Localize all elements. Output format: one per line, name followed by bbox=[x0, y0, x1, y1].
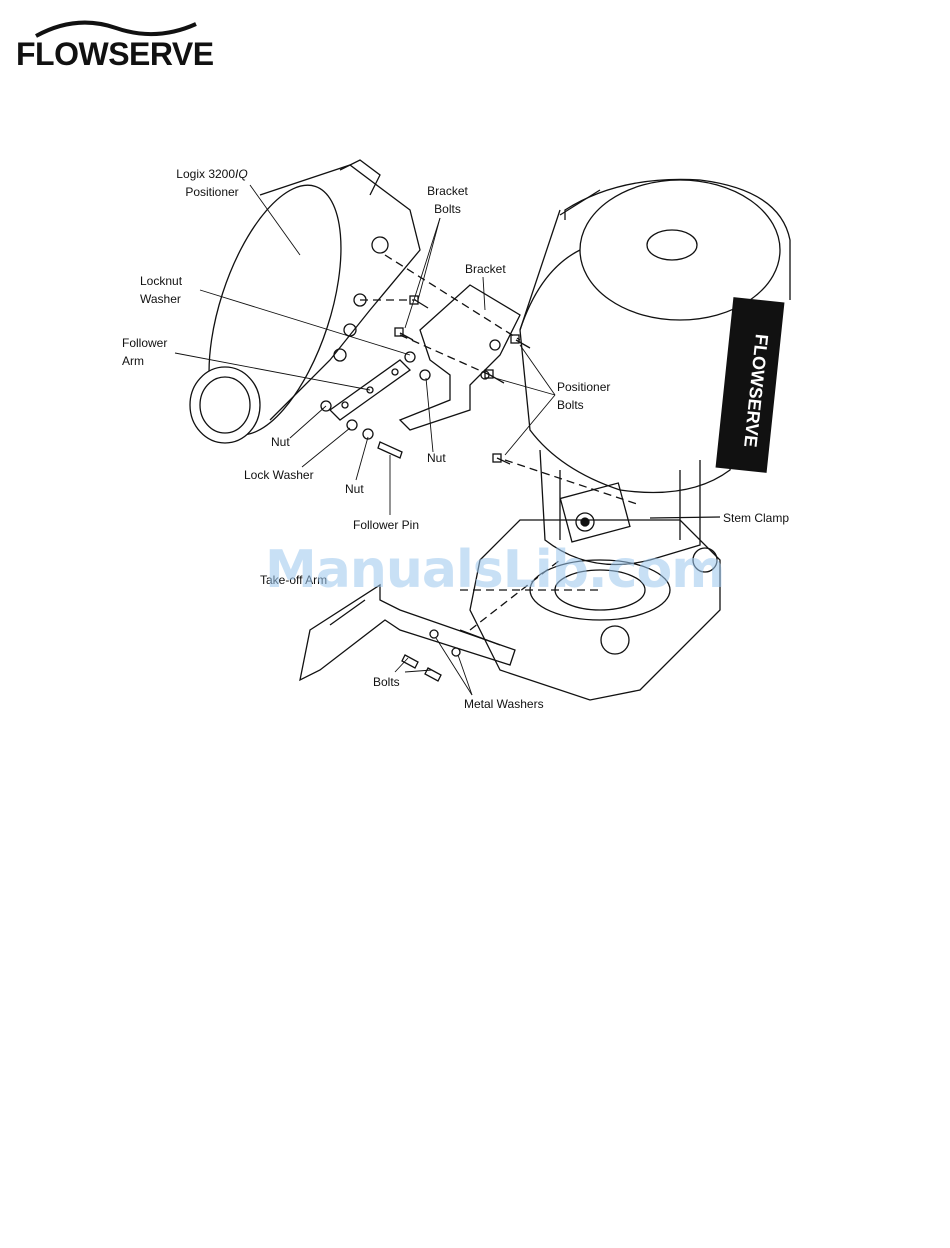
label-locknut-washer: Locknut Washer bbox=[140, 272, 182, 308]
label-nut-right: Nut bbox=[427, 449, 446, 467]
label-positioner-bolts: Positioner Bolts bbox=[557, 378, 610, 414]
label-metal-washers: Metal Washers bbox=[464, 695, 544, 713]
exploded-assembly-drawing: FLOWSERVE bbox=[0, 0, 950, 760]
label-follower-arm-line2: Arm bbox=[122, 354, 144, 368]
label-positioner-italic: IQ bbox=[235, 167, 248, 181]
label-follower-pin: Follower Pin bbox=[353, 516, 419, 534]
label-bracket-bolts: Bracket Bolts bbox=[420, 182, 475, 218]
label-nut-left: Nut bbox=[271, 433, 290, 451]
label-positioner: Logix 3200IQ Positioner bbox=[172, 165, 252, 201]
label-nut-bottom: Nut bbox=[345, 480, 364, 498]
label-locknut-line2: Washer bbox=[140, 292, 181, 306]
label-positioner-line1: Logix 3200 bbox=[176, 167, 235, 181]
label-bracket: Bracket bbox=[465, 260, 506, 278]
label-bracket-bolts-line1: Bracket bbox=[427, 184, 468, 198]
label-positioner-bolts-line2: Bolts bbox=[557, 398, 584, 412]
label-lock-washer: Lock Washer bbox=[244, 466, 314, 484]
positioner-housing bbox=[183, 160, 420, 451]
bracket bbox=[400, 285, 520, 430]
label-bracket-bolts-line2: Bolts bbox=[434, 202, 461, 216]
label-bolts: Bolts bbox=[373, 673, 400, 691]
label-stem-clamp: Stem Clamp bbox=[723, 509, 789, 527]
label-positioner-bolts-line1: Positioner bbox=[557, 380, 610, 394]
label-follower-arm: Follower Arm bbox=[122, 334, 167, 370]
label-locknut-line1: Locknut bbox=[140, 274, 182, 288]
label-positioner-line2: Positioner bbox=[185, 185, 238, 199]
label-follower-arm-line1: Follower bbox=[122, 336, 167, 350]
watermark: ManualsLib.com bbox=[265, 540, 724, 600]
hardware bbox=[321, 296, 530, 464]
